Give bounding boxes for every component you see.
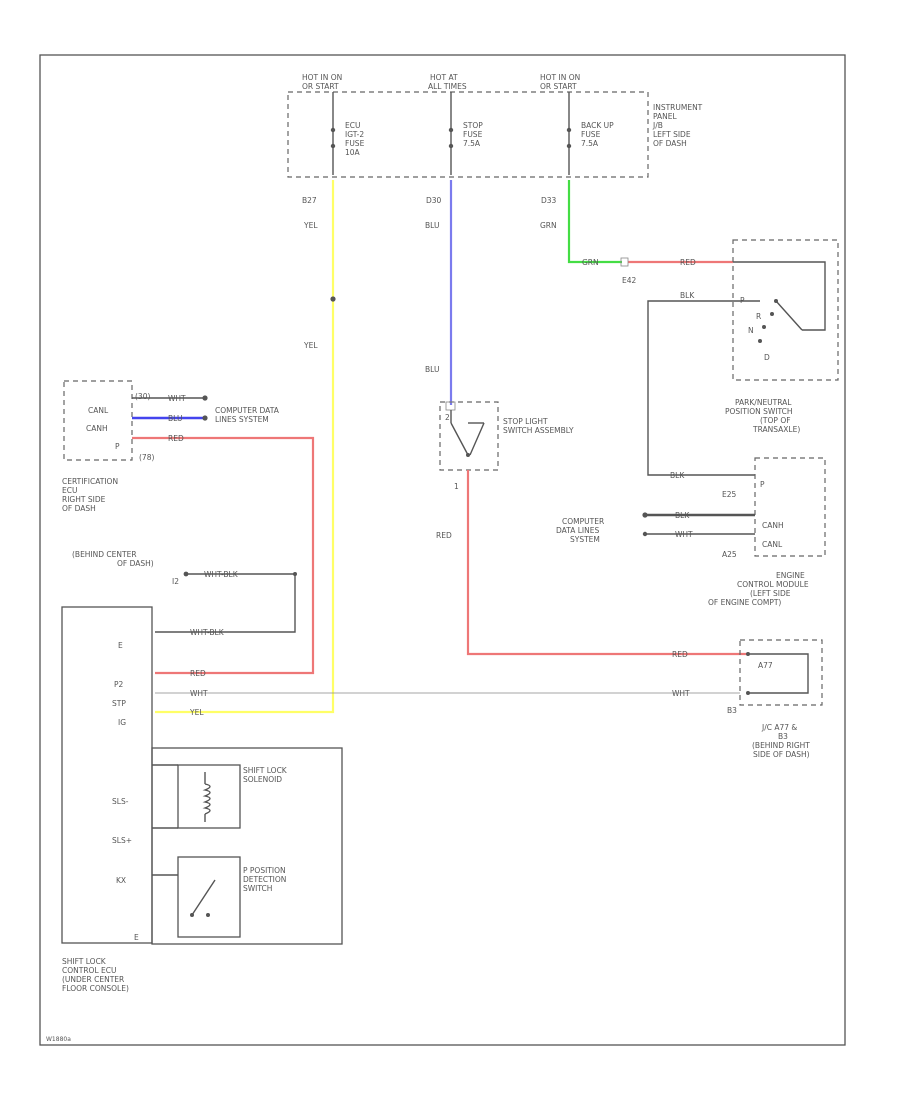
pnp-connector-label: E42 <box>622 276 637 285</box>
wire-wht-label-cert: WHT <box>168 394 186 403</box>
footer-code: W1880a <box>46 1036 71 1043</box>
cert-pin-canl: CANL <box>88 406 109 415</box>
wire-blue: BLU BLU <box>425 180 453 405</box>
wire-wht-label-ecm: WHT <box>675 530 693 539</box>
wire-whtblk-label-2: WHT-BLK <box>190 628 225 637</box>
wire-red-label-stp-2: RED <box>672 650 688 659</box>
ecu-pin-ig-2: IG <box>118 718 126 727</box>
wire-white: WHT WHT <box>155 689 740 698</box>
wire-blu-label-cert: BLU <box>168 414 182 423</box>
wire-red-label-ecu: RED <box>190 669 206 678</box>
wire-blu-label-2: BLU <box>425 365 439 374</box>
wire-red-p: RED RED <box>132 434 315 678</box>
ecm-pin-e25: E25 <box>722 490 737 499</box>
ecm-pin-canl: CANL <box>762 540 783 549</box>
wire-yel-label-1: YEL <box>303 221 318 230</box>
wire-blk-label-pnp-1: BLK <box>680 291 695 300</box>
wire-grn-label-1: GRN <box>540 221 557 230</box>
wire-blk-label-pnp-2: BLK <box>670 471 685 480</box>
wire-green: GRN GRN RED E42 <box>540 180 733 285</box>
wire-blu-label-1: BLU <box>425 221 439 230</box>
wire-yel-label-2: YEL <box>303 341 318 350</box>
pnp-pos-r: R <box>756 312 761 321</box>
ecm-pin-p: P <box>760 480 765 489</box>
cert-pin-canh: CANH <box>86 424 108 433</box>
jc-pin-a77: A77 <box>758 661 773 670</box>
wire-red-label-cert: RED <box>168 434 184 443</box>
sls-pin-1: 1 <box>454 482 459 491</box>
ecu-pin-kx: KX <box>116 876 126 885</box>
wire-whtblk-label-1: WHT-BLK <box>204 570 239 579</box>
jb-pin-3: D33 <box>541 196 557 205</box>
ecm-pin-a25: A25 <box>722 550 737 559</box>
wire-yellow: YEL YEL YEL <box>155 180 336 717</box>
pnp-pos-n: N <box>748 326 754 335</box>
ecu-pin-e: E <box>118 641 123 650</box>
jb-pin-2: D30 <box>426 196 442 205</box>
ecu-pin-p2: P2 <box>114 680 124 689</box>
ground-id: I2 <box>172 577 179 586</box>
jb-pin-1: B27 <box>302 196 317 205</box>
ecu-pin-stp: STP <box>112 699 126 708</box>
cert-pin-num-1: (30) <box>135 392 150 401</box>
wire-red-stp: RED RED <box>436 470 748 659</box>
jc-pin-b3: B3 <box>727 706 737 715</box>
cert-pin-p: P <box>115 442 120 451</box>
wire-red-label-pnp: RED <box>680 258 696 267</box>
wire-wht-label-jc: WHT <box>672 689 690 698</box>
wire-blk-label-ecm: BLK <box>675 511 690 520</box>
hot-label-1-l1: HOT IN ON <box>302 73 342 82</box>
ecu-pin-e-2: E <box>134 933 139 942</box>
diagram-frame <box>39 54 846 1046</box>
pnp-pos-d: D <box>764 353 770 362</box>
wire-wht-label-ecu: WHT <box>190 689 208 698</box>
sls-pin-2: 2 <box>445 413 450 422</box>
ecu-pin-sls-minus: SLS- <box>112 797 129 806</box>
ecm-pin-canh: CANH <box>762 521 784 530</box>
ecu-pin-sls-plus: SLS+ <box>112 836 132 845</box>
certification-ecu: CANL CANH P (30) (78) WHT BLU COMPUTER D… <box>62 380 280 513</box>
wire-grn-label-2: GRN <box>582 258 599 267</box>
cert-pin-num-4: (78) <box>139 453 154 462</box>
wire-yel-label-3: YEL <box>189 708 204 717</box>
wire-red-label-stp-1: RED <box>436 531 452 540</box>
